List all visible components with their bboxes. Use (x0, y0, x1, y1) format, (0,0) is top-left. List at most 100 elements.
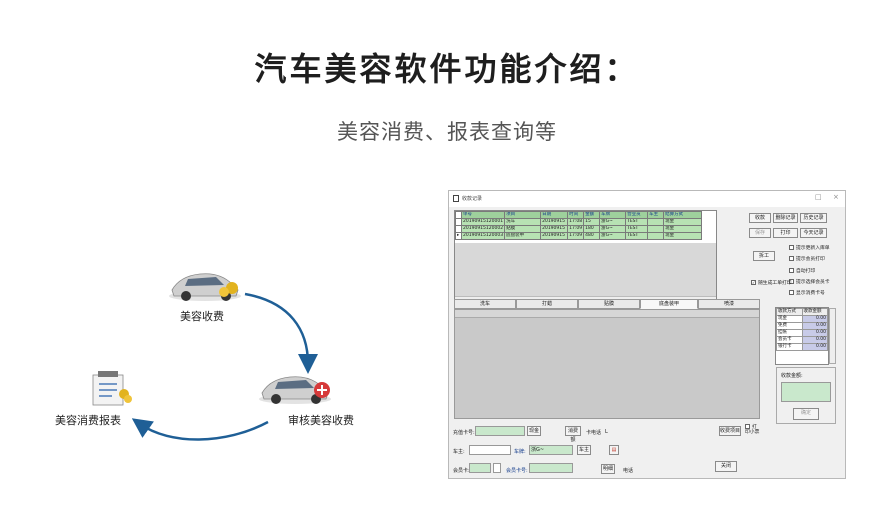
table-cell (647, 232, 665, 240)
payment-method: 挂帐 (776, 329, 803, 337)
clipboard-icon[interactable]: ▤ (609, 445, 619, 455)
payment-amount[interactable]: 0.00 (801, 329, 828, 337)
receive-button[interactable]: 收款 (749, 213, 771, 223)
car-approval-icon (259, 376, 331, 404)
split-work-button[interactable]: 拆工 (753, 251, 775, 261)
detail-button[interactable]: 明细 (601, 464, 615, 474)
table-row[interactable]: 20190915120002 贴膜 20190915 17:09 180 浙G~… (455, 225, 703, 233)
col-header[interactable]: 营业员 (625, 211, 649, 219)
owner-button[interactable]: 车主 (577, 445, 591, 455)
checkbox-icon[interactable] (789, 268, 794, 273)
col-header[interactable]: 结算方式 (663, 211, 703, 219)
col-header[interactable]: 车牌 (599, 211, 627, 219)
table-cell (647, 225, 665, 233)
node-label-audit: 审核美容收费 (288, 414, 354, 427)
payment-record-window: 收款记录 □ × 单号 项目 日期 时间 金额 车牌 营业员 车主 结算方式 2… (448, 190, 846, 479)
tab-paint[interactable]: 喷漆 (698, 299, 760, 309)
title-bar: 收款记录 □ × (449, 191, 845, 207)
table-cell: 180 (583, 225, 601, 233)
option-show-card-no[interactable]: 显示消费卡号 (789, 289, 825, 296)
records-grid[interactable]: 单号 项目 日期 时间 金额 车牌 营业员 车主 结算方式 2019091512… (454, 210, 717, 304)
table-cell: 现金 (663, 232, 703, 240)
confirm-button[interactable]: 确定 (793, 408, 819, 420)
option-auto-print[interactable]: 自动打印 (789, 267, 815, 274)
table-cell: TEST (625, 218, 649, 226)
col-header[interactable]: 单号 (460, 211, 506, 219)
table-row-selected[interactable]: ▸ 20190915120003 底盘装甲 20190915 17:09 480… (455, 232, 703, 240)
member-no-input[interactable] (529, 463, 573, 473)
member-input[interactable] (469, 463, 491, 473)
card-phone-value: L (605, 429, 608, 435)
table-cell: 17:09 (567, 225, 585, 233)
payment-method: 银行卡 (776, 343, 803, 351)
print-receipt-option[interactable]: 打印小票 (745, 424, 760, 435)
plate-input[interactable]: 浙G~ (529, 445, 573, 455)
payment-amount[interactable]: 0.00 (801, 315, 828, 323)
col-header[interactable]: 项目 (504, 211, 542, 219)
car-coins-icon (169, 273, 241, 301)
checkbox-checked-icon[interactable]: ✓ (751, 280, 756, 285)
member-dropdown[interactable] (493, 463, 501, 473)
receive-amount-display (781, 382, 831, 402)
tab-content (454, 309, 760, 419)
option-follow-worker[interactable]: ✓随生成工单打印 (751, 280, 792, 286)
table-row[interactable]: 20190915120001 洗车 20190915 17:08 15 浙G~ … (455, 218, 703, 226)
payment-amount[interactable]: 0.00 (801, 322, 828, 330)
tab-wash[interactable]: 洗车 (454, 299, 516, 309)
cash-button[interactable]: 现金 (527, 426, 541, 436)
col-header[interactable]: 车主 (647, 211, 665, 219)
option-member-print[interactable]: 提示会员打印 (789, 255, 825, 262)
card-number-input[interactable] (475, 426, 525, 436)
today-records-button[interactable]: 今天记录 (800, 228, 827, 238)
checkbox-icon[interactable] (745, 424, 750, 429)
payment-header: 收款金额 (801, 308, 828, 316)
checkbox-icon[interactable] (789, 290, 794, 295)
maximize-button[interactable]: □ (815, 193, 822, 201)
app-icon (453, 195, 459, 202)
member-no-label: 会员卡号: (506, 468, 528, 474)
arrow-charge-to-audit (244, 292, 318, 374)
checkbox-icon[interactable] (789, 279, 794, 284)
history-button[interactable]: 历史记录 (800, 213, 827, 223)
table-cell: 现金 (663, 218, 703, 226)
receive-amount-label: 收款金额: (781, 373, 803, 379)
close-button[interactable]: 关闭 (715, 461, 737, 472)
tab-chassis[interactable]: 底盘装甲 (640, 299, 698, 309)
table-cell (647, 218, 665, 226)
tab-wax[interactable]: 打蜡 (516, 299, 578, 309)
consume-button[interactable]: 消费额 (565, 426, 581, 443)
payment-method: 现金 (776, 315, 803, 323)
table-header-row: 单号 项目 日期 时间 金额 车牌 营业员 车主 结算方式 (455, 211, 703, 219)
charge-items-button[interactable]: 收费项目 (719, 426, 741, 436)
table-cell: 17:08 (567, 218, 585, 226)
checkbox-icon[interactable] (789, 245, 794, 250)
col-header[interactable]: 金额 (583, 211, 601, 219)
close-window-button[interactable]: × (833, 193, 839, 201)
delete-record-button[interactable]: 删除记录 (773, 213, 798, 223)
payment-amount[interactable]: 0.00 (801, 336, 828, 344)
option-update-stock[interactable]: 提示更新入库单 (789, 244, 830, 251)
col-header[interactable]: 日期 (540, 211, 569, 219)
table-cell: TEST (625, 225, 649, 233)
table-cell: 15 (583, 218, 601, 226)
page-title: 汽车美容软件功能介绍： (254, 50, 640, 88)
table-cell: 浙G~ (599, 232, 627, 240)
records-table: 单号 项目 日期 时间 金额 车牌 营业员 车主 结算方式 2019091512… (455, 211, 703, 240)
table-cell: 浙G~ (599, 218, 627, 226)
table-cell: 20190915 (540, 225, 569, 233)
col-header[interactable]: 时间 (567, 211, 585, 219)
tab-film[interactable]: 贴膜 (578, 299, 640, 309)
print-button[interactable]: 打印 (773, 228, 798, 238)
owner-input[interactable] (469, 445, 511, 455)
payment-method: 会员卡 (776, 336, 803, 344)
option-choose-card[interactable]: 提示选择会员卡 (789, 278, 830, 285)
plate-label: 车牌: (514, 449, 526, 455)
save-button[interactable]: 保存 (749, 228, 771, 238)
payment-amount[interactable]: 0.00 (801, 343, 828, 351)
workflow-diagram: 美容收费 审核美容收费 美容消费报表 (40, 250, 420, 450)
table-cell: 贴膜 (504, 225, 542, 233)
payment-scrollbar[interactable] (829, 308, 836, 364)
checkbox-icon[interactable] (789, 256, 794, 261)
arrow-audit-to-report (131, 418, 269, 441)
